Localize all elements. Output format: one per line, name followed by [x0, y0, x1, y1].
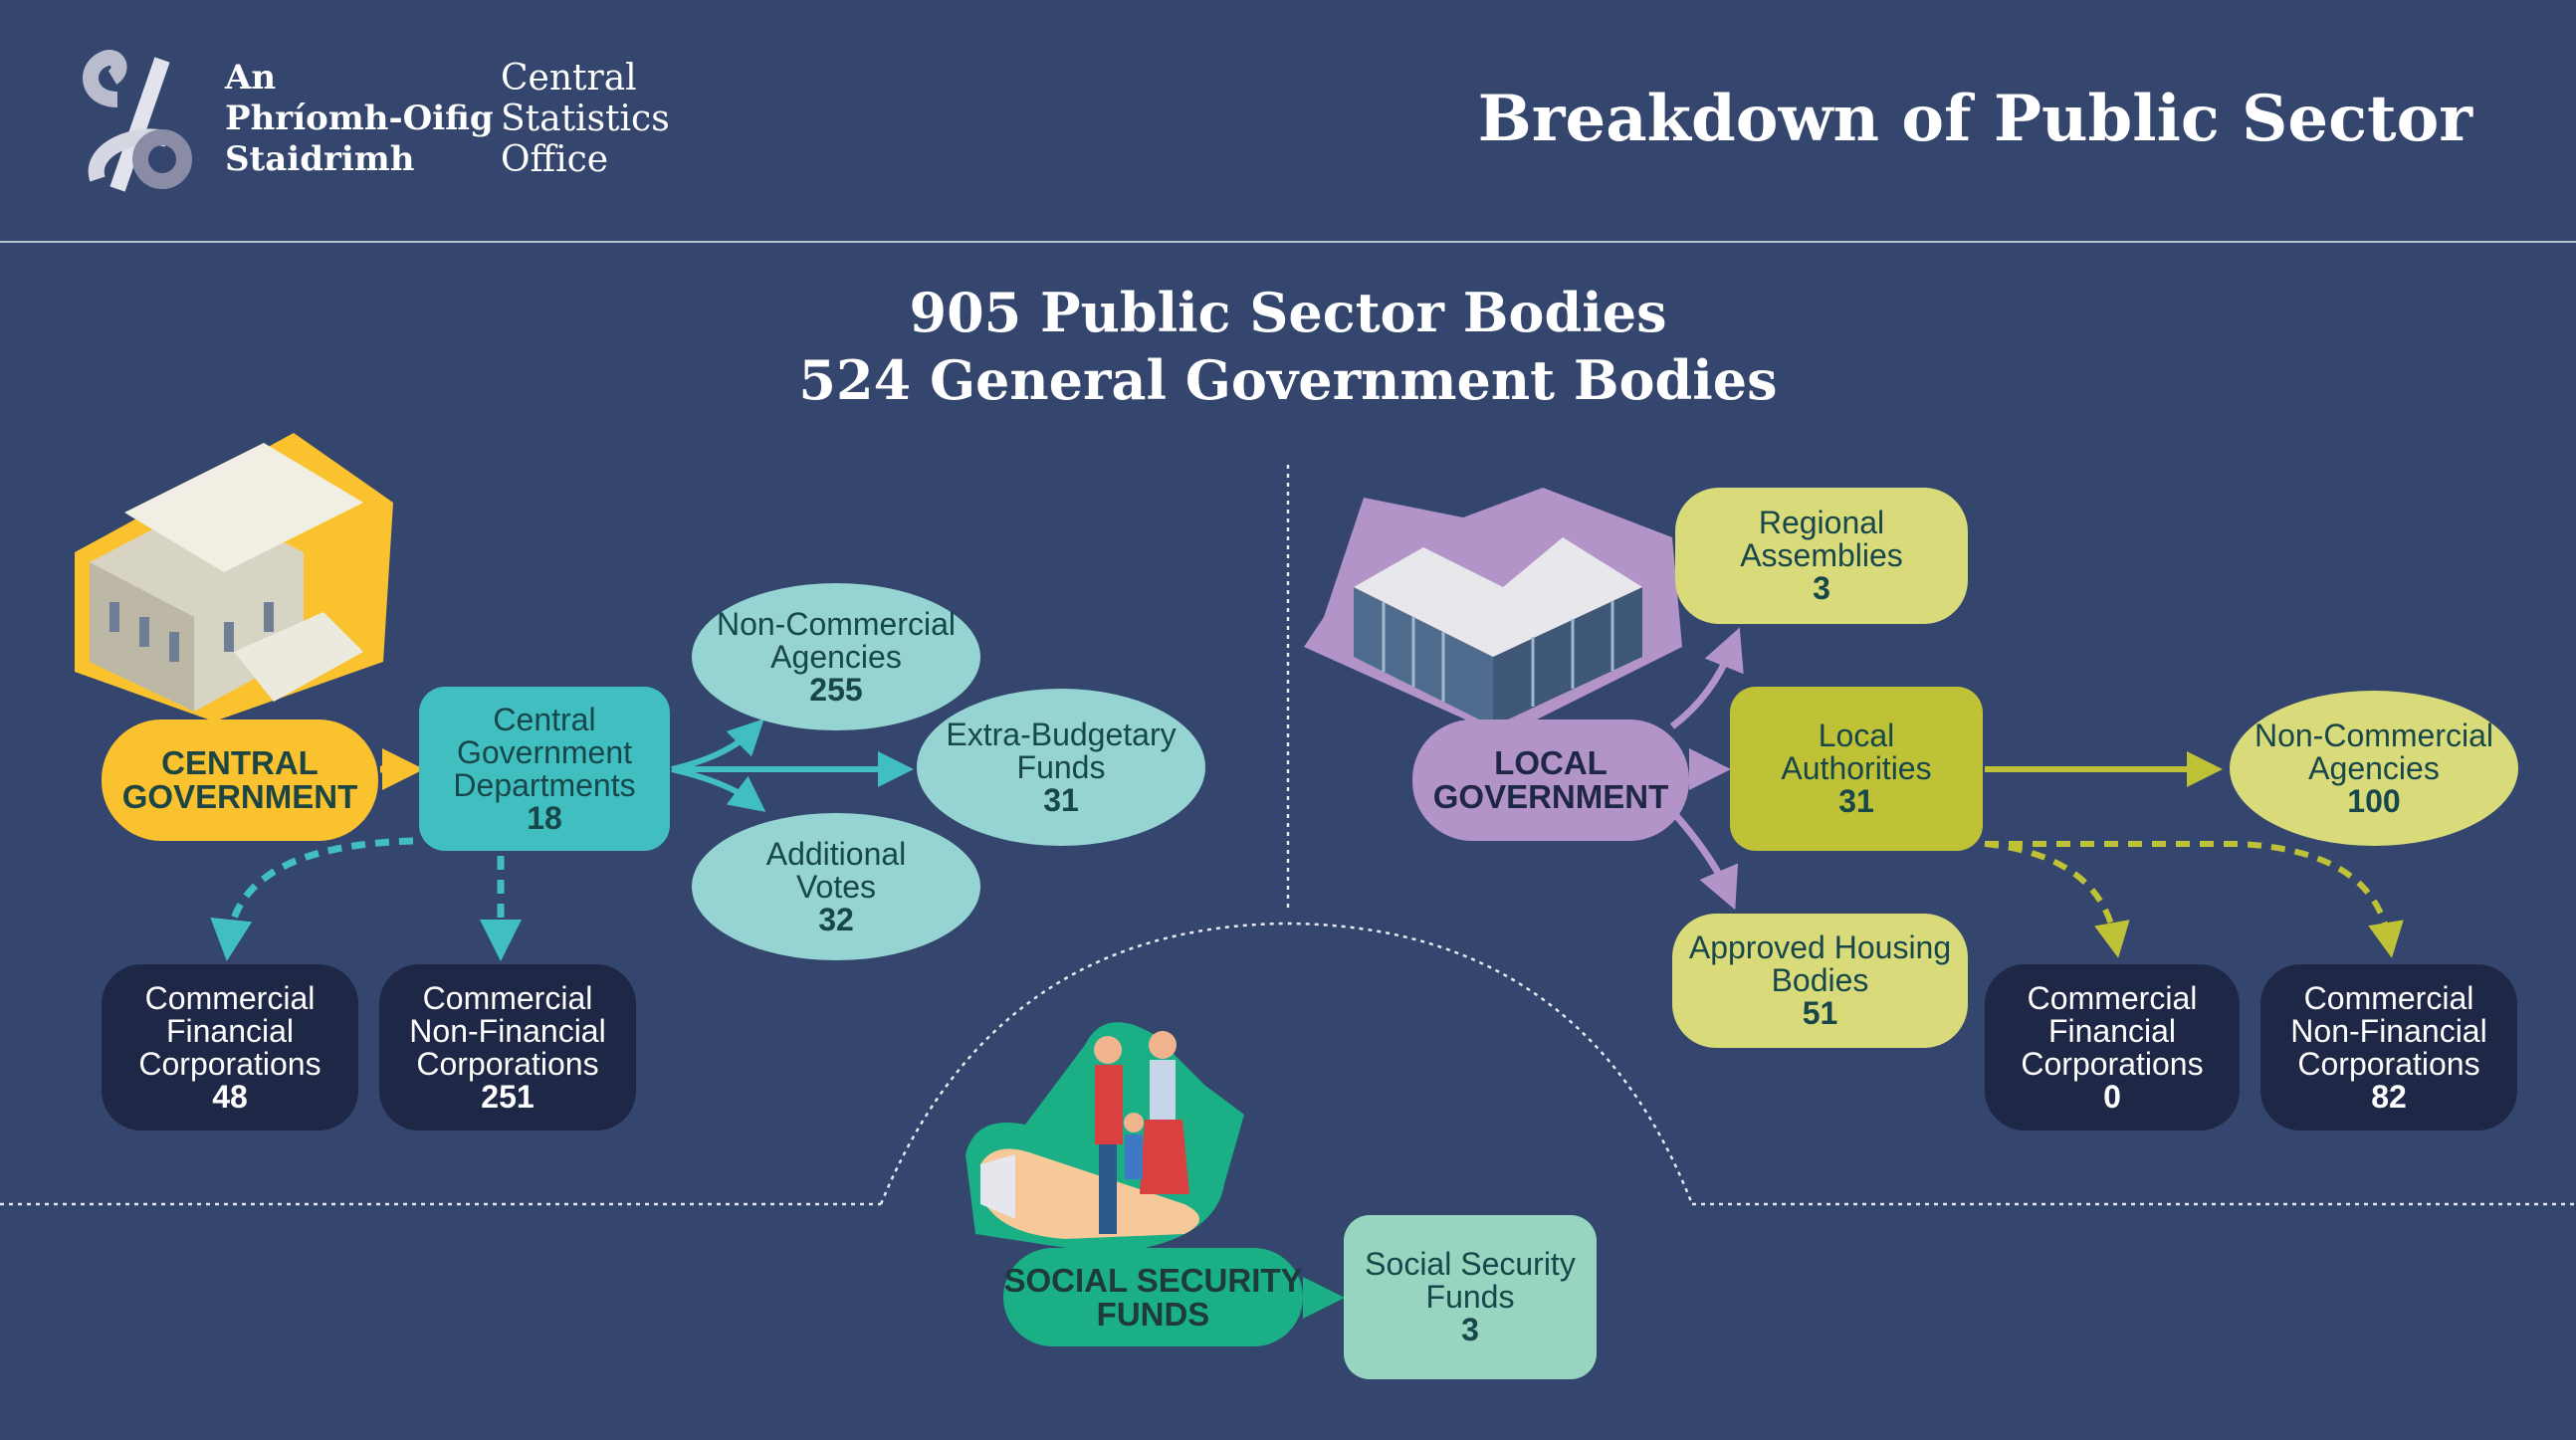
count: 100 — [2347, 782, 2401, 819]
count: 31 — [1043, 781, 1079, 818]
social-security-funds-label: SOCIAL SECURITY FUNDS — [1003, 1248, 1303, 1346]
label-line: Local — [1818, 718, 1895, 753]
label-line: Corporations — [2021, 1045, 2204, 1082]
logo-irish-line: An — [225, 58, 277, 98]
label-line: Commercial — [2027, 979, 2198, 1016]
label-line: Corporations — [416, 1045, 599, 1082]
extra-budgetary-funds: Extra-Budgetary Funds 31 — [917, 689, 1205, 846]
label-line: Authorities — [1781, 750, 1932, 786]
label-line: Commercial — [422, 979, 593, 1016]
label-line: Funds — [1016, 748, 1106, 785]
count: 82 — [2371, 1078, 2407, 1115]
label-line: Extra-Budgetary — [946, 716, 1177, 752]
logo-irish-line: Staidrimh — [225, 139, 415, 179]
local-non-commercial-agencies: Non-Commercial Agencies 100 — [2230, 691, 2518, 846]
cso-logo-icon — [83, 50, 192, 192]
label-line: Bodies — [1771, 962, 1869, 998]
count: 3 — [1813, 570, 1830, 606]
label-line: Non-Commercial — [2254, 717, 2494, 753]
label-line: Approved Housing — [1688, 929, 1952, 965]
central-government-departments: Central Government Departments 18 — [419, 687, 670, 851]
logo-english-line: Statistics — [501, 99, 670, 139]
label-line: GOVERNMENT — [121, 778, 358, 815]
label-line: Non-Commercial — [716, 605, 957, 642]
header-divider — [0, 241, 2576, 243]
label-line: LOCAL — [1494, 744, 1608, 781]
label-line: Assemblies — [1740, 537, 1903, 573]
label-line: Commercial — [2303, 979, 2474, 1016]
count: 255 — [809, 671, 863, 708]
label-line: Regional — [1758, 505, 1885, 540]
central-commercial-financial-corporations: Commercial Financial Corporations 48 — [102, 964, 358, 1131]
label-line: FUNDS — [1096, 1295, 1210, 1333]
label-line: Non-Financial — [2290, 1012, 2487, 1049]
central-commercial-non-financial-corporations: Commercial Non-Financial Corporations 25… — [379, 964, 636, 1131]
logo-english-name: Central Statistics Office — [501, 58, 670, 180]
label-line: Agencies — [2308, 749, 2440, 786]
count: 251 — [481, 1078, 535, 1115]
label-line: Non-Financial — [409, 1012, 606, 1049]
count: 3 — [1461, 1312, 1479, 1347]
label-line: Agencies — [770, 638, 902, 675]
label-line: Financial — [2047, 1012, 2177, 1049]
label-line: Corporations — [2297, 1045, 2480, 1082]
approved-housing-bodies: Approved Housing Bodies 51 — [1672, 914, 1968, 1048]
family-on-hand-icon — [966, 1022, 1244, 1254]
label-line: CENTRAL — [161, 744, 319, 781]
logo-irish-name: An Phríomh-Oifig Staidrimh — [225, 58, 494, 180]
summary-general-government: 524 General Government Bodies — [798, 348, 1778, 412]
label-line: Commercial — [144, 979, 316, 1016]
count: 48 — [212, 1078, 248, 1115]
logo-english-line: Office — [501, 139, 609, 180]
label-line: Central — [493, 701, 596, 737]
label-line: Additional — [765, 835, 907, 872]
label-line: SOCIAL SECURITY — [1003, 1261, 1303, 1299]
label-line: Corporations — [138, 1045, 322, 1082]
government-building-icon — [75, 433, 393, 721]
divider-arc — [879, 922, 1694, 1205]
logo-english-line: Central — [501, 58, 637, 99]
count: 51 — [1802, 995, 1838, 1031]
logo-irish-line: Phríomh-Oifig — [225, 99, 494, 138]
local-commercial-financial-corporations: Commercial Financial Corporations 0 — [1985, 964, 2240, 1131]
label-line: Funds — [1425, 1279, 1515, 1315]
count: 18 — [527, 799, 562, 836]
count: 31 — [1838, 783, 1874, 819]
label-line: Government — [456, 733, 633, 770]
count: 0 — [2103, 1078, 2121, 1115]
central-non-commercial-agencies: Non-Commercial Agencies 255 — [692, 583, 980, 730]
central-government-label: CENTRAL GOVERNMENT — [102, 720, 378, 841]
local-authorities: Local Authorities 31 — [1730, 687, 1983, 851]
label-line: Votes — [795, 868, 877, 905]
additional-votes: Additional Votes 32 — [692, 813, 980, 960]
label-line: GOVERNMENT — [1432, 778, 1669, 815]
count: 32 — [818, 901, 854, 937]
regional-assemblies: Regional Assemblies 3 — [1675, 488, 1968, 624]
label-line: Departments — [453, 766, 636, 803]
local-government-label: LOCAL GOVERNMENT — [1412, 720, 1689, 841]
summary-public-sector: 905 Public Sector Bodies — [909, 281, 1667, 344]
local-government-building-icon — [1304, 488, 1682, 736]
label-line: Social Security — [1365, 1246, 1576, 1282]
social-security-funds: Social Security Funds 3 — [1344, 1215, 1597, 1379]
page-title: Breakdown of Public Sector — [1477, 82, 2472, 156]
local-commercial-non-financial-corporations: Commercial Non-Financial Corporations 82 — [2260, 964, 2517, 1131]
label-line: Financial — [165, 1012, 295, 1049]
